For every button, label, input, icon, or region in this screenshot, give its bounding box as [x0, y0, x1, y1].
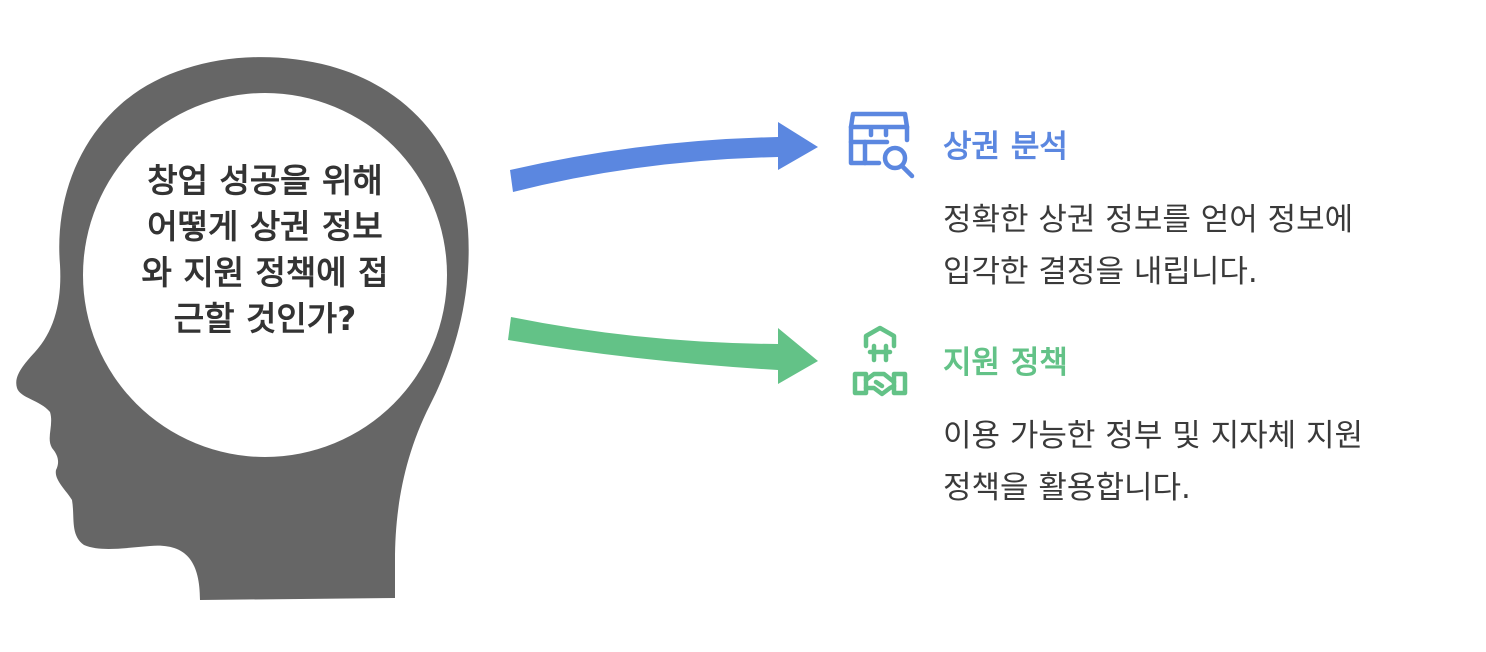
question-line-1: 창업 성공을 위해 [147, 161, 383, 200]
support-policy-desc-line-1: 이용 가능한 정부 및 지자체 지원 [943, 418, 1364, 454]
question-line-3: 와 지원 정책에 접 [141, 253, 389, 292]
store-search-icon [848, 111, 915, 179]
market-analysis-desc-line-1: 정확한 상권 정보를 얻어 정보에 [943, 202, 1354, 238]
thought-bubble [83, 93, 447, 457]
central-question: 창업 성공을 위해 어떻게 상권 정보 와 지원 정책에 접 근할 것인가? [105, 158, 425, 342]
support-policy-title: 지원 정책 [943, 345, 1068, 381]
arrow-to-support-policy [508, 317, 818, 384]
market-analysis-title: 상권 분석 [943, 129, 1068, 165]
government-handshake-icon [852, 325, 908, 397]
arrow-to-market-analysis [510, 122, 818, 192]
market-analysis-description: 정확한 상권 정보를 얻어 정보에 입각한 결정을 내립니다. [943, 194, 1353, 298]
question-line-4: 근할 것인가? [173, 299, 357, 338]
market-analysis-desc-line-2: 입각한 결정을 내립니다. [943, 254, 1258, 290]
support-policy-description: 이용 가능한 정부 및 지자체 지원 정책을 활용합니다. [943, 410, 1363, 514]
support-policy-desc-line-2: 정책을 활용합니다. [943, 470, 1191, 506]
question-line-2: 어떻게 상권 정보 [147, 207, 383, 246]
